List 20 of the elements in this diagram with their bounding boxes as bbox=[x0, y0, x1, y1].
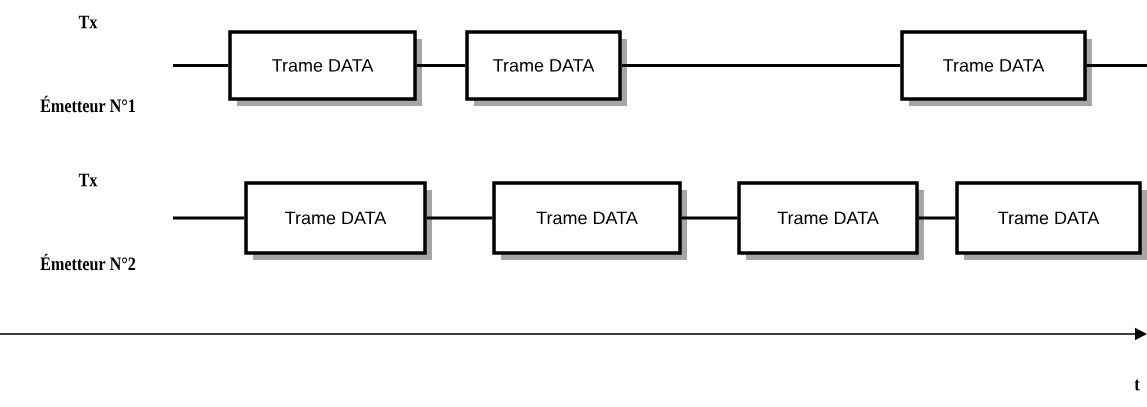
line bbox=[426, 216, 493, 220]
frame-box: Trame DATA bbox=[492, 181, 687, 260]
label: Émetteur N°2 bbox=[40, 253, 136, 271]
line bbox=[173, 216, 245, 220]
label: Émetteur N°1 bbox=[40, 95, 135, 113]
label: Tx bbox=[78, 15, 98, 29]
line bbox=[918, 216, 956, 220]
line bbox=[621, 64, 901, 67]
frame-box: Trame DATA bbox=[228, 30, 422, 106]
label: Tx bbox=[78, 173, 98, 187]
frame-box: Trame DATA bbox=[465, 30, 627, 106]
line bbox=[681, 216, 738, 220]
line bbox=[1086, 64, 1147, 67]
frame-box: Trame DATA bbox=[955, 181, 1147, 260]
frame-box: Trame DATA bbox=[244, 181, 432, 260]
label: t bbox=[1134, 379, 1140, 391]
line bbox=[416, 64, 466, 67]
line bbox=[173, 64, 229, 67]
frame-box: Trame DATA bbox=[900, 30, 1092, 106]
frame-box: Trame DATA bbox=[737, 181, 924, 260]
